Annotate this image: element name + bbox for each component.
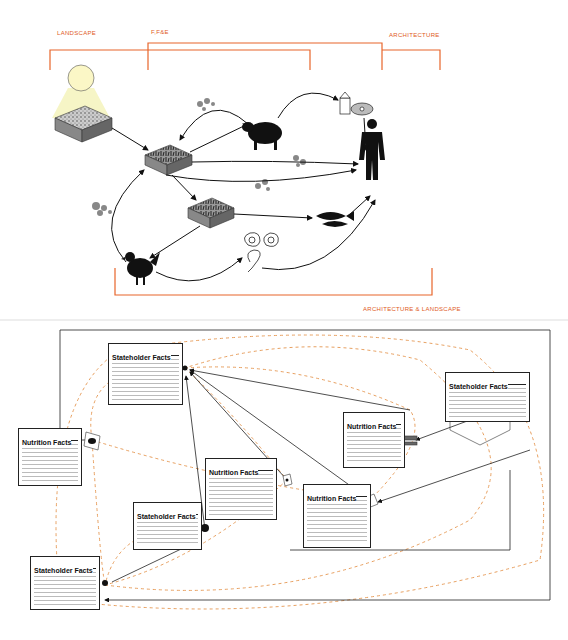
fact-label: Stateholder Facts <box>133 502 202 550</box>
label-heading: Nutrition Facts <box>307 495 356 503</box>
fact-label: Nutrition Facts <box>343 412 405 468</box>
fact-label: Stateholder Facts <box>108 343 183 405</box>
label-heading: Stateholder Facts <box>449 383 508 391</box>
label-lines <box>209 471 273 516</box>
bracket-label: LANDSCAPE <box>56 30 97 36</box>
bracket-label: ARCHITECTURE <box>388 32 441 38</box>
fact-label: Stateholder Facts <box>30 556 100 610</box>
fact-label: Nutrition Facts <box>205 458 277 520</box>
label-heading: Nutrition Facts <box>22 439 71 447</box>
fact-label: Nutrition Facts <box>18 428 82 486</box>
label-heading: Stateholder Facts <box>34 567 93 575</box>
bracket-label: F,F&E <box>150 29 170 35</box>
label-heading: Nutrition Facts <box>209 469 258 477</box>
label-heading: Nutrition Facts <box>347 423 396 431</box>
label-lines <box>112 356 179 401</box>
fact-label: Nutrition Facts <box>303 484 371 548</box>
label-lines <box>307 497 367 544</box>
label-heading: Stateholder Facts <box>112 354 171 362</box>
fact-label: Stateholder Facts <box>445 372 530 422</box>
label-lines <box>22 441 78 482</box>
label-heading: Stateholder Facts <box>137 513 196 521</box>
bracket-label: ARCHITECTURE & LANDSCAPE <box>362 306 462 312</box>
